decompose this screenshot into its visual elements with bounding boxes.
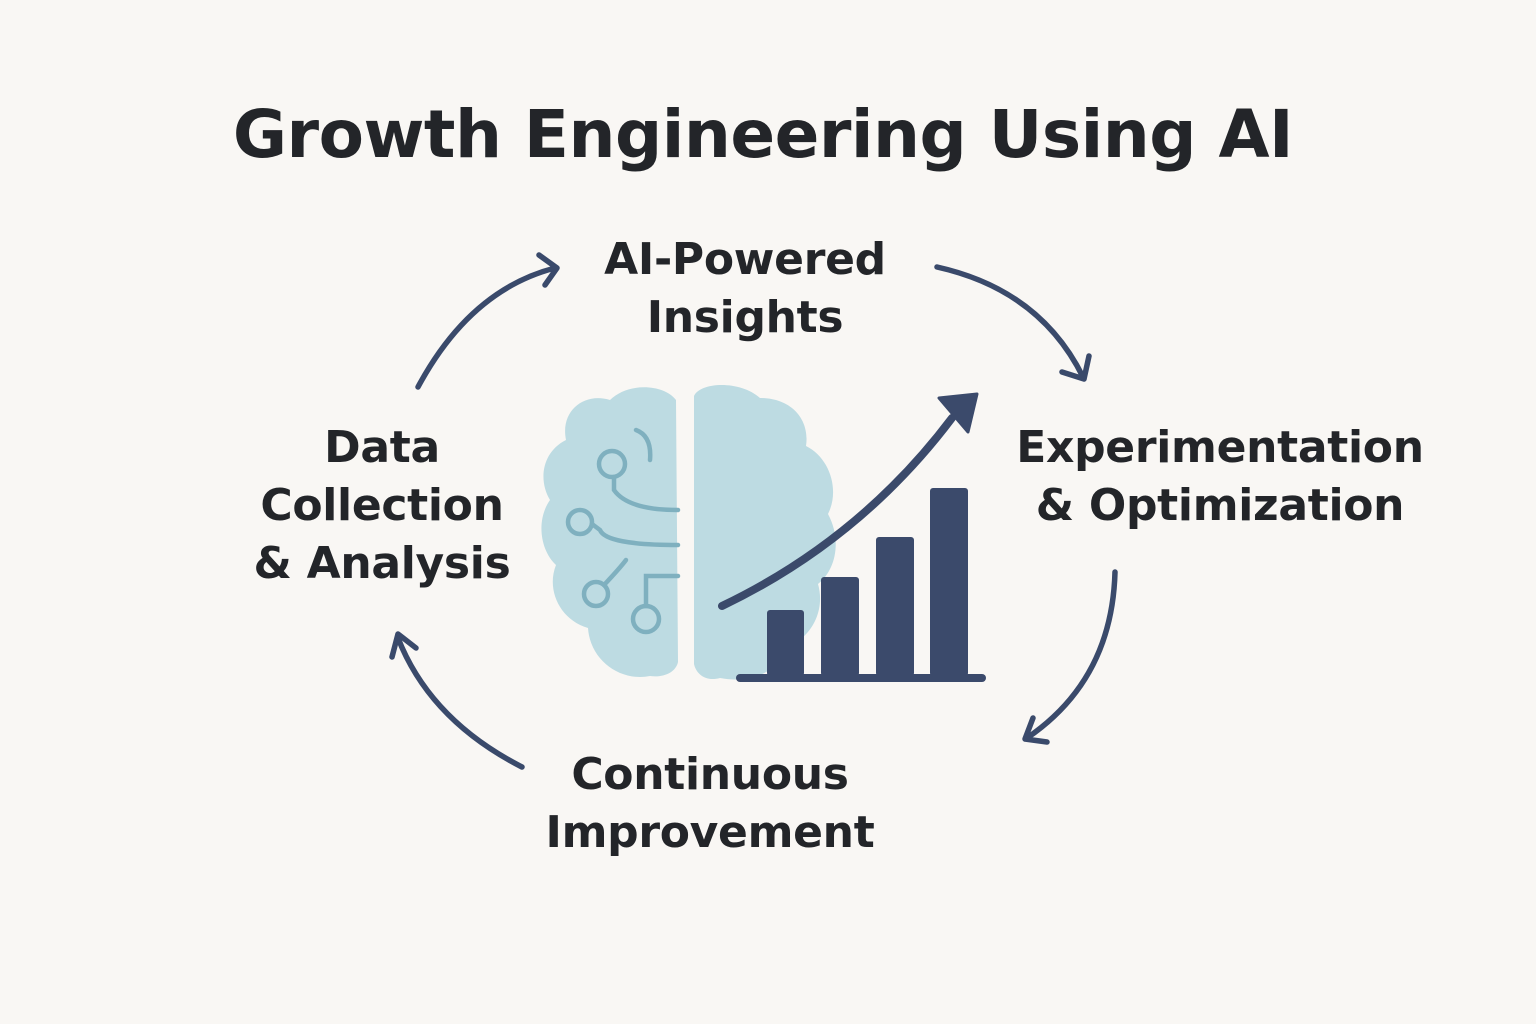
arrow-improvement-to-data — [389, 631, 525, 770]
trend-arrow — [718, 392, 979, 610]
chart-bar-2 — [821, 577, 859, 676]
step-label-line: Insights — [646, 292, 844, 343]
brain-right-hemisphere — [694, 385, 836, 680]
step-label-line: Collection — [260, 480, 504, 531]
cycle-arrows — [389, 252, 1118, 770]
step-label-line: & Optimization — [1035, 480, 1405, 531]
step-label-line: AI-Powered — [604, 234, 886, 285]
step-label-line: Continuous — [571, 749, 849, 800]
brain-growth-chart-icon — [541, 385, 986, 682]
growth-bar-chart — [736, 488, 986, 682]
brain-left-hemisphere — [541, 387, 678, 677]
arrow-experimentation-to-improvement — [1022, 569, 1118, 745]
step-label-line: Improvement — [545, 807, 875, 858]
step-label-line: Data — [324, 422, 440, 473]
chart-baseline — [736, 674, 986, 682]
arrow-insights-to-experimentation — [934, 264, 1092, 382]
step-label-line: & Analysis — [253, 538, 511, 589]
step-data-collection-analysis: Data Collection & Analysis — [222, 419, 542, 593]
step-continuous-improvement: Continuous Improvement — [500, 746, 920, 862]
circuit-traces — [565, 427, 681, 635]
arrow-data-to-insights — [415, 252, 560, 390]
chart-bar-4 — [930, 488, 968, 676]
page-title: Growth Engineering Using AI — [232, 96, 1294, 173]
step-label-line: Experimentation — [1016, 422, 1424, 473]
chart-bar-3 — [876, 537, 914, 676]
chart-bar-1 — [767, 610, 804, 676]
step-ai-powered-insights: AI-Powered Insights — [545, 231, 945, 347]
step-experimentation-optimization: Experimentation & Optimization — [990, 419, 1450, 535]
